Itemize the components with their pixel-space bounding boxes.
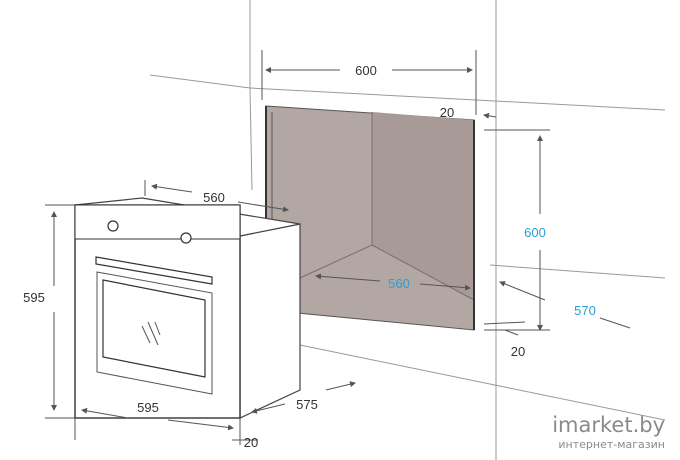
label-niche-depth: 570 bbox=[574, 303, 596, 318]
label-oven-bottom-gap: 20 bbox=[244, 435, 258, 450]
label-oven-width: 595 bbox=[137, 400, 159, 415]
glass-reflection bbox=[141, 321, 161, 346]
oven-door-outline bbox=[96, 271, 213, 395]
label-oven-height: 595 bbox=[23, 290, 45, 305]
cabinet-outline bbox=[149, 0, 666, 460]
label-niche-inner-width: 560 bbox=[388, 276, 410, 291]
oven-handle bbox=[95, 256, 213, 285]
niche-inner-back bbox=[372, 112, 474, 300]
left-knob bbox=[107, 220, 119, 232]
label-oven-depth: 575 bbox=[296, 397, 318, 412]
oven-side bbox=[239, 223, 301, 419]
label-niche-height: 600 bbox=[524, 225, 546, 240]
label-oven-top-width: 560 bbox=[203, 190, 225, 205]
oven-door-window bbox=[102, 279, 206, 378]
watermark-brand: imarket.by bbox=[552, 413, 665, 437]
watermark-subtitle: интернет-магазин bbox=[558, 438, 665, 451]
label-niche-width: 600 bbox=[355, 63, 377, 78]
oven bbox=[74, 197, 301, 419]
oven-control-panel bbox=[74, 204, 241, 240]
right-knob bbox=[180, 232, 192, 244]
dimension-lines bbox=[45, 50, 631, 445]
label-niche-side-gap: 20 bbox=[440, 105, 454, 120]
label-niche-bottom-gap: 20 bbox=[511, 344, 525, 359]
